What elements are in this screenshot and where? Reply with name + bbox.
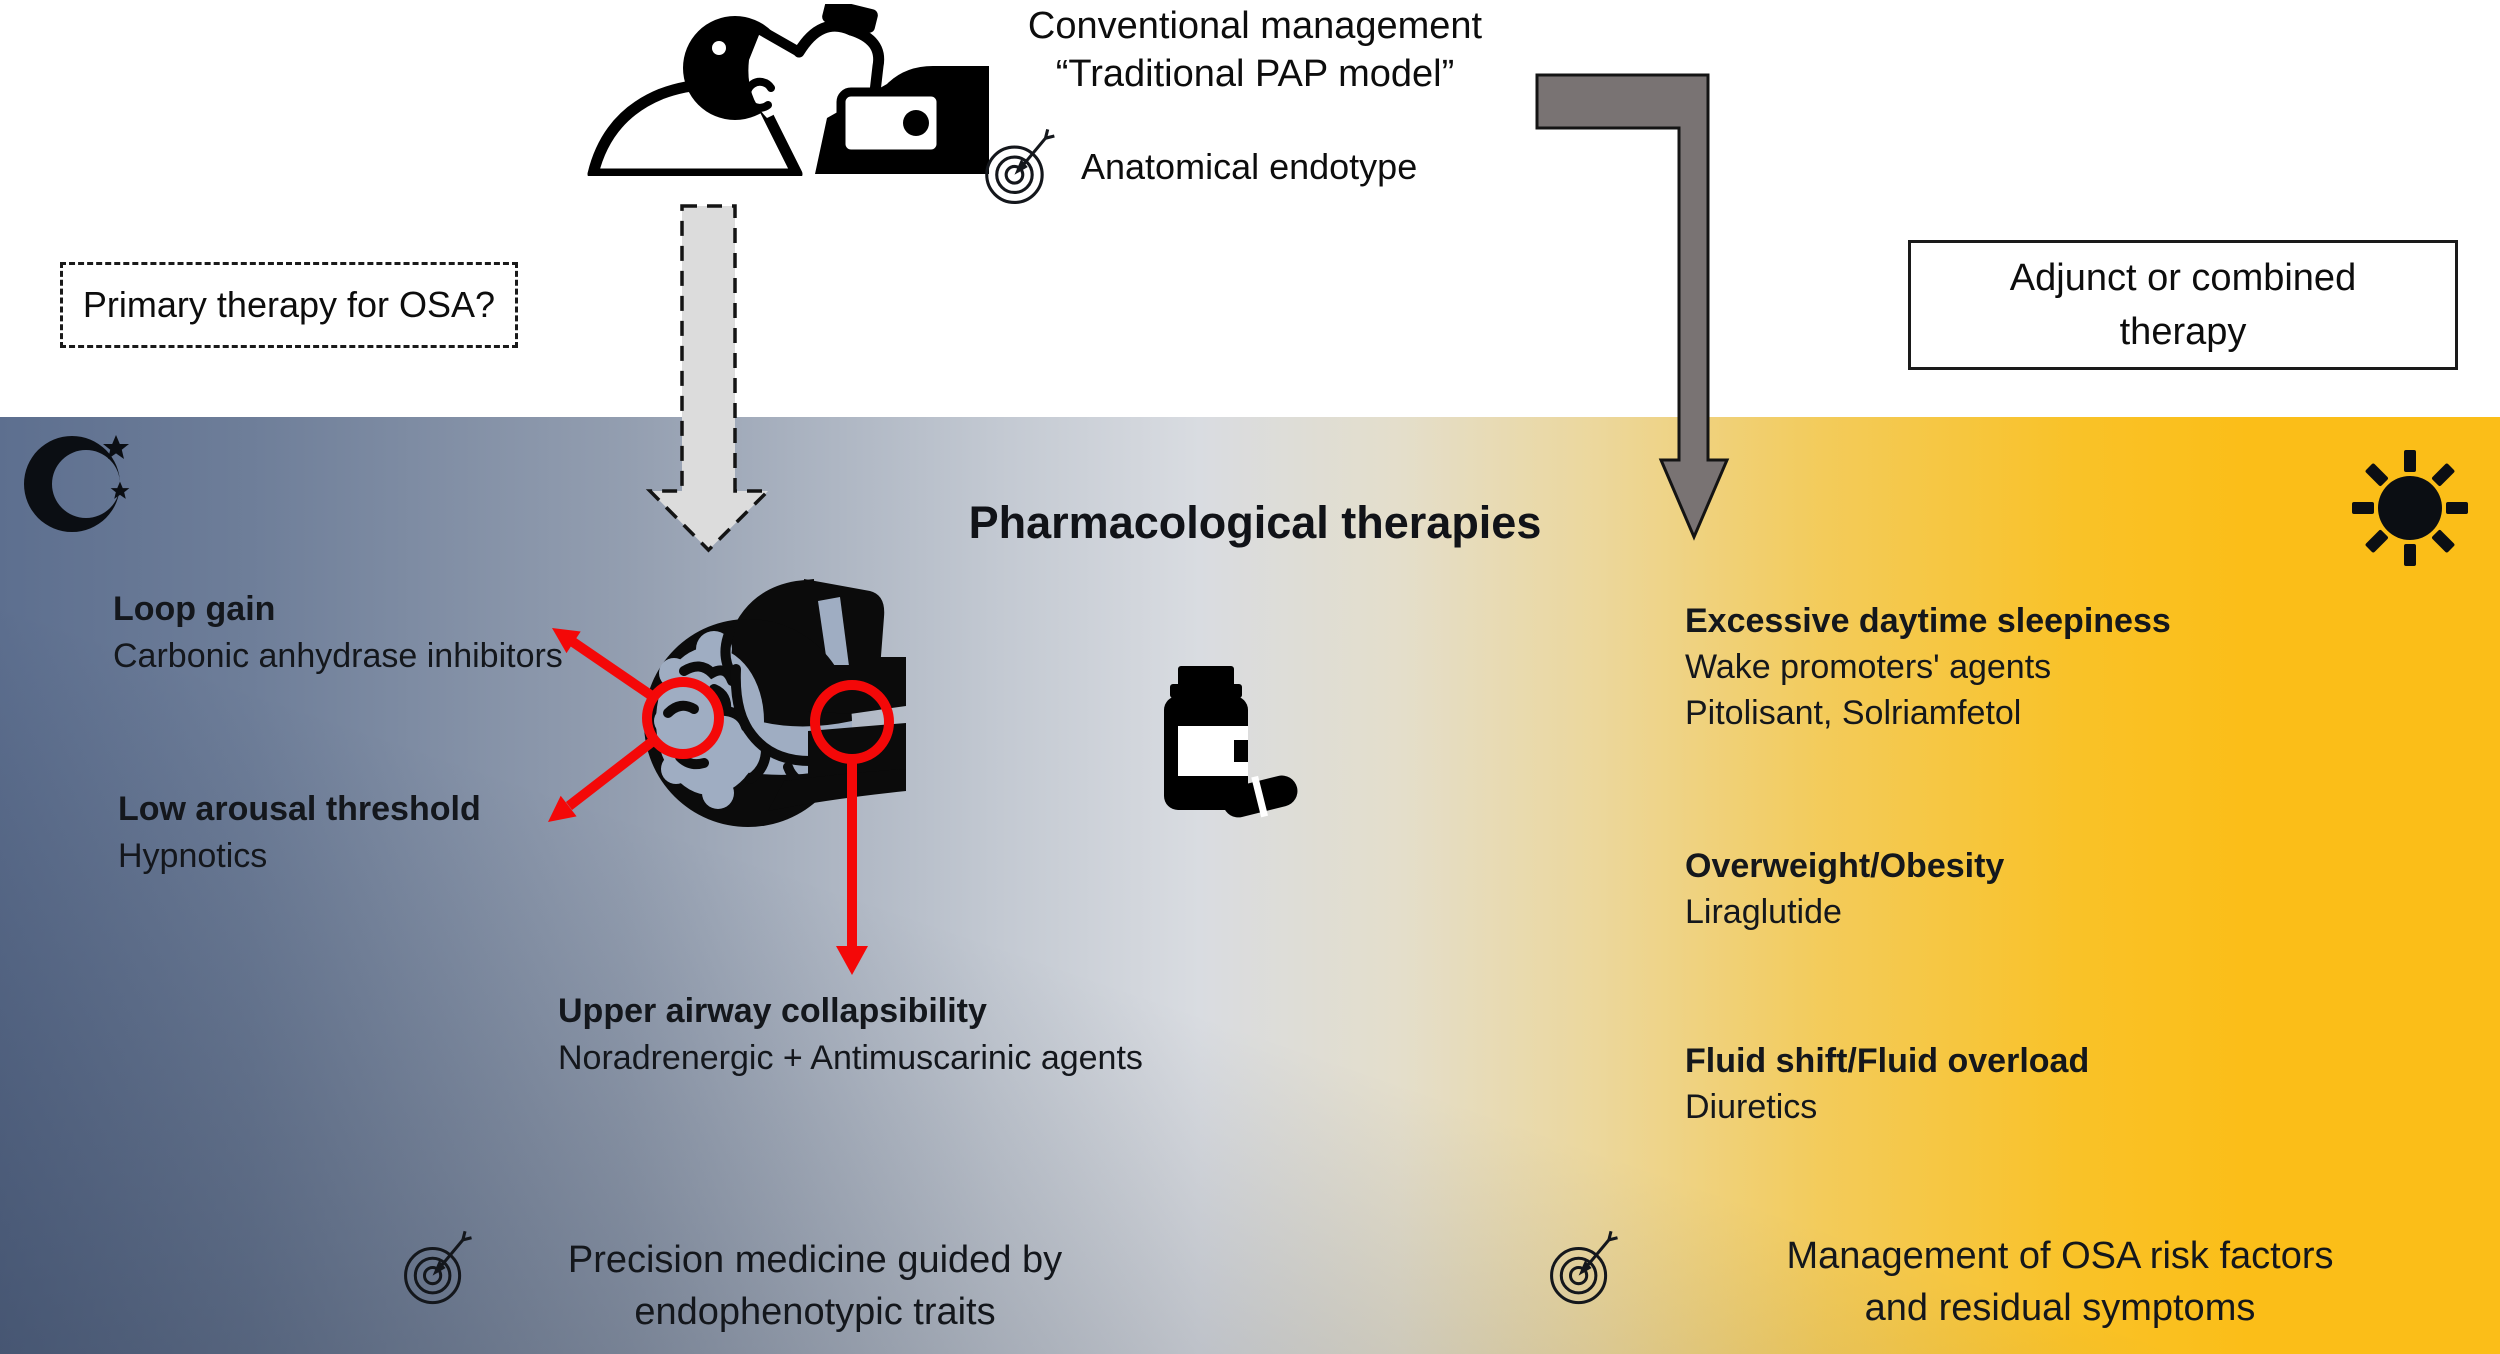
pharmacological-therapies-title: Pharmacological therapies <box>968 497 1542 548</box>
daytime-sleepiness-block: Excessive daytime sleepiness Wake promot… <box>1685 598 2171 736</box>
endotype-upper-airway-collapsibility: Upper airway collapsibility Noradrenergi… <box>558 988 1143 1082</box>
caption-line1: Precision medicine guided by <box>567 1239 1063 1281</box>
endotype-name: Upper airway collapsibility <box>558 992 987 1030</box>
dashed-down-arrow <box>645 204 773 553</box>
endotype-drugs: Carbonic anhydrase inhibitors <box>113 637 563 675</box>
endotype-loop-gain: Loop gain Carbonic anhydrase inhibitors <box>113 586 563 680</box>
endotype-drugs: Noradrenergic + Antimuscarinic agents <box>558 1039 1143 1077</box>
adjunct-therapy-line1: Adjunct or combined <box>2009 257 2357 299</box>
fluid-overload-block: Fluid shift/Fluid overload Diuretics <box>1685 1038 2089 1130</box>
target-icon <box>985 128 1055 205</box>
condition-drugs: Wake promoters' agents <box>1685 648 2052 686</box>
sun-icon <box>2352 450 2468 566</box>
condition-drug-examples: Pitolisant, Solriamfetol <box>1685 694 2022 732</box>
endotype-low-arousal-threshold: Low arousal threshold Hypnotics <box>118 786 481 880</box>
adjunct-therapy-box: Adjunct or combined therapy <box>1908 240 2458 370</box>
target-icon <box>404 1230 472 1305</box>
target-icon <box>1550 1230 1618 1305</box>
overweight-obesity-block: Overweight/Obesity Liraglutide <box>1685 843 2004 935</box>
moon-stars-icon <box>24 435 130 532</box>
conventional-title-line2: “Traditional PAP model” <box>1055 53 1455 95</box>
condition-name: Overweight/Obesity <box>1685 847 2005 885</box>
condition-drugs: Diuretics <box>1685 1088 1818 1126</box>
caption-line2: and residual symptoms <box>1864 1287 2256 1329</box>
pill-bottle-icon <box>1164 666 1298 818</box>
anatomical-endotype-row: Anatomical endotype <box>983 124 1417 210</box>
night-day-gradient-band <box>0 417 2500 1354</box>
condition-drugs: Liraglutide <box>1685 893 1842 931</box>
caption-line2: endophenotypic traits <box>634 1291 996 1333</box>
anatomical-endotype-label: Anatomical endotype <box>1081 146 1418 187</box>
caption-line1: Management of OSA risk factors <box>1786 1235 2334 1277</box>
primary-therapy-question-box: Primary therapy for OSA? <box>60 262 518 348</box>
sleeping-person-cpap-icon <box>587 4 989 176</box>
conventional-title-line1: Conventional management <box>1027 5 1483 47</box>
endotype-drugs: Hypnotics <box>118 837 268 875</box>
condition-name: Fluid shift/Fluid overload <box>1685 1042 2090 1080</box>
red-annotation-arrows <box>548 628 894 975</box>
conventional-management-title: Conventional management “Traditional PAP… <box>930 2 1580 98</box>
condition-name: Excessive daytime sleepiness <box>1685 602 2171 640</box>
endotype-name: Loop gain <box>113 590 276 628</box>
precision-medicine-caption: Precision medicine guided by endophenoty… <box>480 1234 1150 1338</box>
endotype-name: Low arousal threshold <box>118 790 481 828</box>
risk-factor-management-caption: Management of OSA risk factors and resid… <box>1700 1230 2420 1334</box>
gray-elbow-arrow <box>1535 73 1730 541</box>
adjunct-therapy-line2: therapy <box>2119 311 2247 353</box>
primary-therapy-question-text: Primary therapy for OSA? <box>82 284 496 325</box>
